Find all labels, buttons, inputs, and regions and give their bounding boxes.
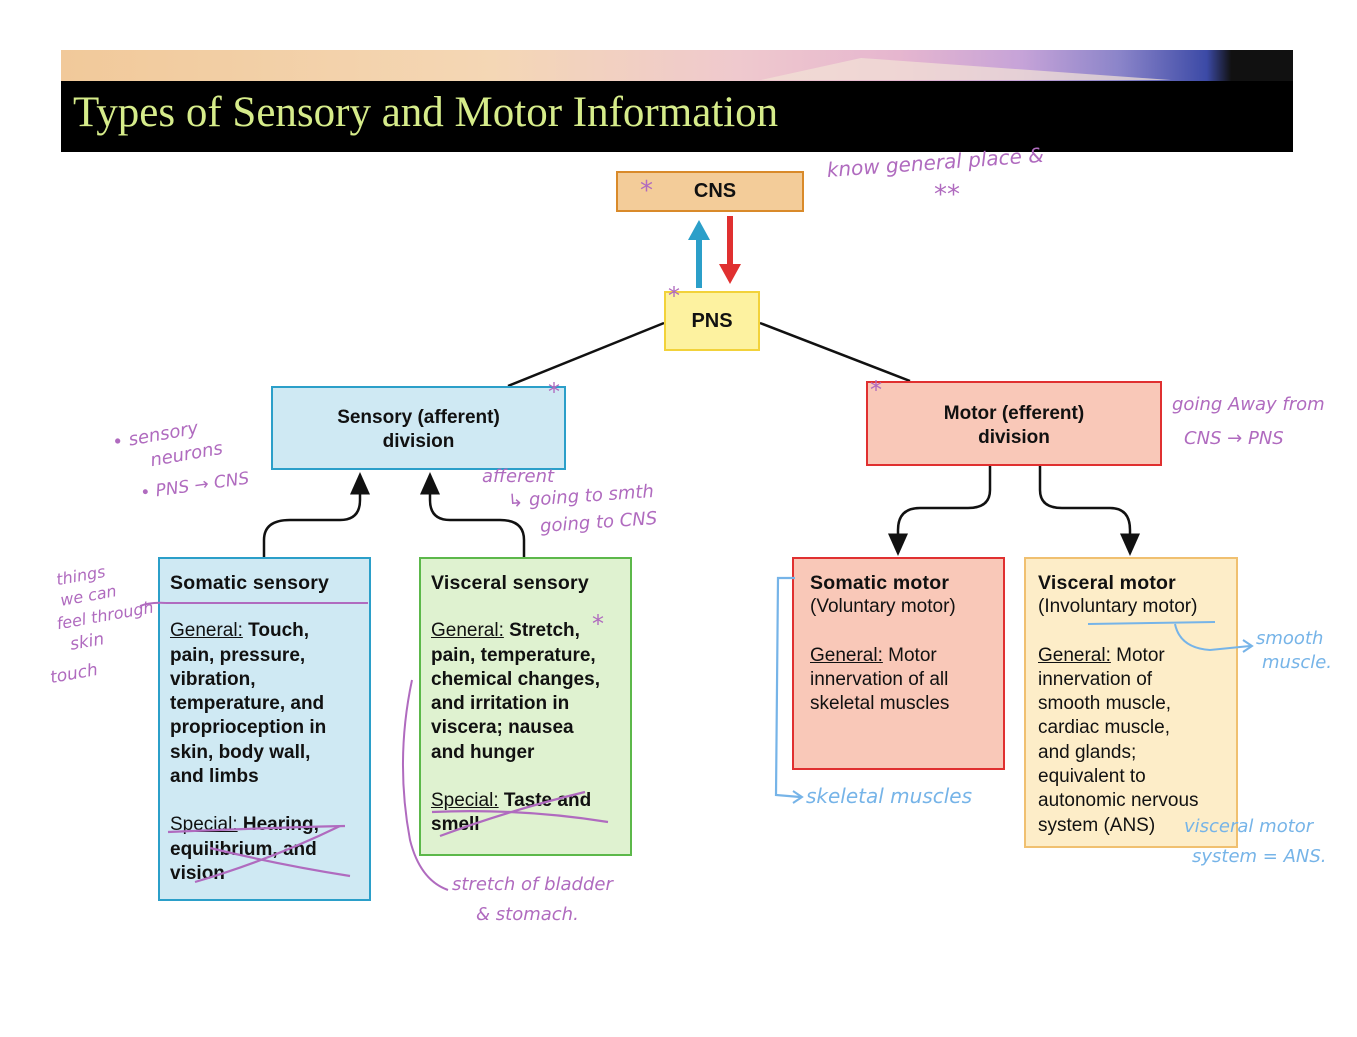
visceral-bracket: [401, 679, 449, 891]
visceral-special-strike-2: [439, 790, 586, 838]
somatic-sensory-heading: Somatic sensory: [170, 572, 330, 594]
visceral-motor-general-line: autonomic nervous: [1038, 790, 1199, 812]
afferent-note-1: afferent: [482, 466, 555, 487]
somatic-motor-general-line: Motor: [888, 644, 937, 666]
somatic-sensory-general-line: vibration,: [170, 668, 256, 690]
somatic-sensory-box: Somatic sensory General: Touch, pain, pr…: [158, 557, 371, 901]
sensory-division-label-line1: Sensory (afferent): [337, 407, 500, 428]
somatic-motor-subheading: (Voluntary motor): [810, 596, 956, 618]
visceral-motor-general-line: innervation of: [1038, 668, 1153, 690]
visceral-sensory-special-line: smell: [431, 814, 480, 836]
visceral-sensory-special-label: Special:: [431, 790, 499, 812]
motor-division-box: Motor (efferent) division: [866, 381, 1162, 466]
visceral-motor-ans-note-1: visceral motor: [1184, 816, 1314, 837]
sensory-division-label-line2: division: [382, 431, 455, 452]
visceral-sensory-general-line: Stretch,: [509, 620, 580, 642]
visceral-motor-general-line: equivalent to: [1038, 766, 1146, 788]
pns-label: PNS: [691, 310, 733, 332]
somatic-special-strike-3: [194, 825, 341, 884]
motor-division-label-line2: division: [978, 427, 1050, 448]
smooth-muscle-note-1: smooth: [1256, 628, 1324, 649]
somatic-sensory-to-sensory-arrow: [262, 472, 370, 557]
going-away-note-2: CNS → PNS: [1184, 428, 1284, 449]
smooth-muscle-arrowhead: [1242, 639, 1254, 653]
visceral-sensory-box: Visceral sensory General: Stretch, pain,…: [419, 557, 632, 856]
skeletal-bracket: [774, 576, 801, 799]
motor-division-label-line1: Motor (efferent): [943, 403, 1085, 424]
visceral-sensory-heading: Visceral sensory: [431, 572, 589, 594]
ascending-arrow-head: [688, 220, 710, 240]
visceral-sensory-general-line: viscera; nausea: [431, 717, 574, 739]
motor-star: *: [870, 376, 882, 404]
visceral-motor-general-line: system (ANS): [1038, 814, 1156, 836]
visceral-motor-general-line: cardiac muscle,: [1038, 717, 1170, 739]
visceral-sensory-general-line: and irritation in: [431, 693, 570, 715]
motor-to-visceral-motor-arrow: [1038, 466, 1140, 556]
visceral-sensory-to-sensory-arrow: [420, 472, 526, 557]
descending-arrow-head: [719, 264, 741, 284]
skeletal-bracket-arrowhead: [792, 790, 804, 804]
visceral-motor-general-line: smooth muscle,: [1038, 693, 1172, 715]
somatic-sensory-general-line: temperature, and: [170, 693, 325, 715]
cns-box: CNS: [616, 171, 804, 212]
somatic-motor-general-line: innervation of all: [810, 668, 949, 690]
somatic-motor-general-line: skeletal muscles: [810, 693, 950, 715]
somatic-sensory-general-line: and limbs: [170, 766, 259, 788]
somatic-sensory-special-line: equilibrium, and: [170, 838, 317, 860]
title-banner-strip: [61, 50, 1293, 81]
pns-star: *: [668, 282, 680, 310]
visceral-sensory-general-line: pain, temperature,: [431, 644, 596, 666]
visceral-special-strike-1: [431, 810, 609, 824]
visceral-sensory-general-line: chemical changes,: [431, 668, 600, 690]
cns-star: *: [640, 176, 653, 206]
involuntary-underline: [1087, 621, 1216, 625]
stretch-star: *: [592, 610, 604, 638]
motor-to-somatic-motor-arrow: [888, 466, 992, 556]
sensory-star: *: [548, 378, 560, 406]
somatic-special-strike-1: [167, 824, 346, 834]
visceral-motor-ans-note-2: system = ANS.: [1192, 846, 1327, 867]
visceral-sensory-general-label: General:: [431, 620, 504, 642]
visceral-motor-box: Visceral motor (Involuntary motor) Gener…: [1024, 557, 1238, 848]
visceral-sensory-general-line: and hunger: [431, 741, 535, 763]
skeletal-muscles-note: skeletal muscles: [806, 784, 973, 808]
pns-to-motor-line: [759, 321, 911, 383]
visceral-motor-general-line: and glands;: [1038, 741, 1137, 763]
visceral-motor-heading: Visceral motor: [1038, 572, 1176, 594]
somatic-sensory-special-line: Hearing,: [242, 814, 319, 836]
stretch-bladder-note-1: stretch of bladder: [452, 874, 613, 895]
stretch-bladder-note-2: & stomach.: [476, 904, 579, 925]
going-away-note-1: going Away from: [1172, 394, 1325, 415]
pns-to-sensory-line: [507, 321, 665, 388]
visceral-motor-subheading: (Involuntary motor): [1038, 596, 1198, 618]
visceral-motor-general-line: Motor: [1116, 644, 1165, 666]
somatic-motor-heading: Somatic motor: [810, 572, 950, 594]
cns-label: CNS: [693, 180, 737, 202]
somatic-sensory-special-line: vision: [170, 862, 225, 884]
pns-box: PNS: [664, 291, 760, 351]
somatic-motor-general-label: General:: [810, 644, 883, 666]
slide-title: Types of Sensory and Motor Information: [73, 89, 779, 136]
somatic-sensory-general-line: skin, body wall,: [170, 741, 311, 763]
things-feel-pointer: [139, 601, 167, 607]
somatic-sensory-general-label: General:: [170, 620, 243, 642]
somatic-special-strike-2: [209, 846, 351, 878]
double-star-note: **: [934, 180, 960, 210]
somatic-sensory-general-line: proprioception in: [170, 717, 327, 739]
somatic-sensory-general-line: Touch,: [248, 620, 310, 642]
somatic-sensory-general-line: pain, pressure,: [170, 644, 306, 666]
sensory-division-box: Sensory (afferent) division: [271, 386, 566, 470]
smooth-muscle-note-2: muscle.: [1262, 652, 1333, 673]
somatic-motor-box: Somatic motor (Voluntary motor) General:…: [792, 557, 1005, 770]
smooth-muscle-arrow: [1174, 623, 1251, 652]
title-bar: [61, 81, 1293, 152]
visceral-motor-general-label: General:: [1038, 644, 1111, 666]
